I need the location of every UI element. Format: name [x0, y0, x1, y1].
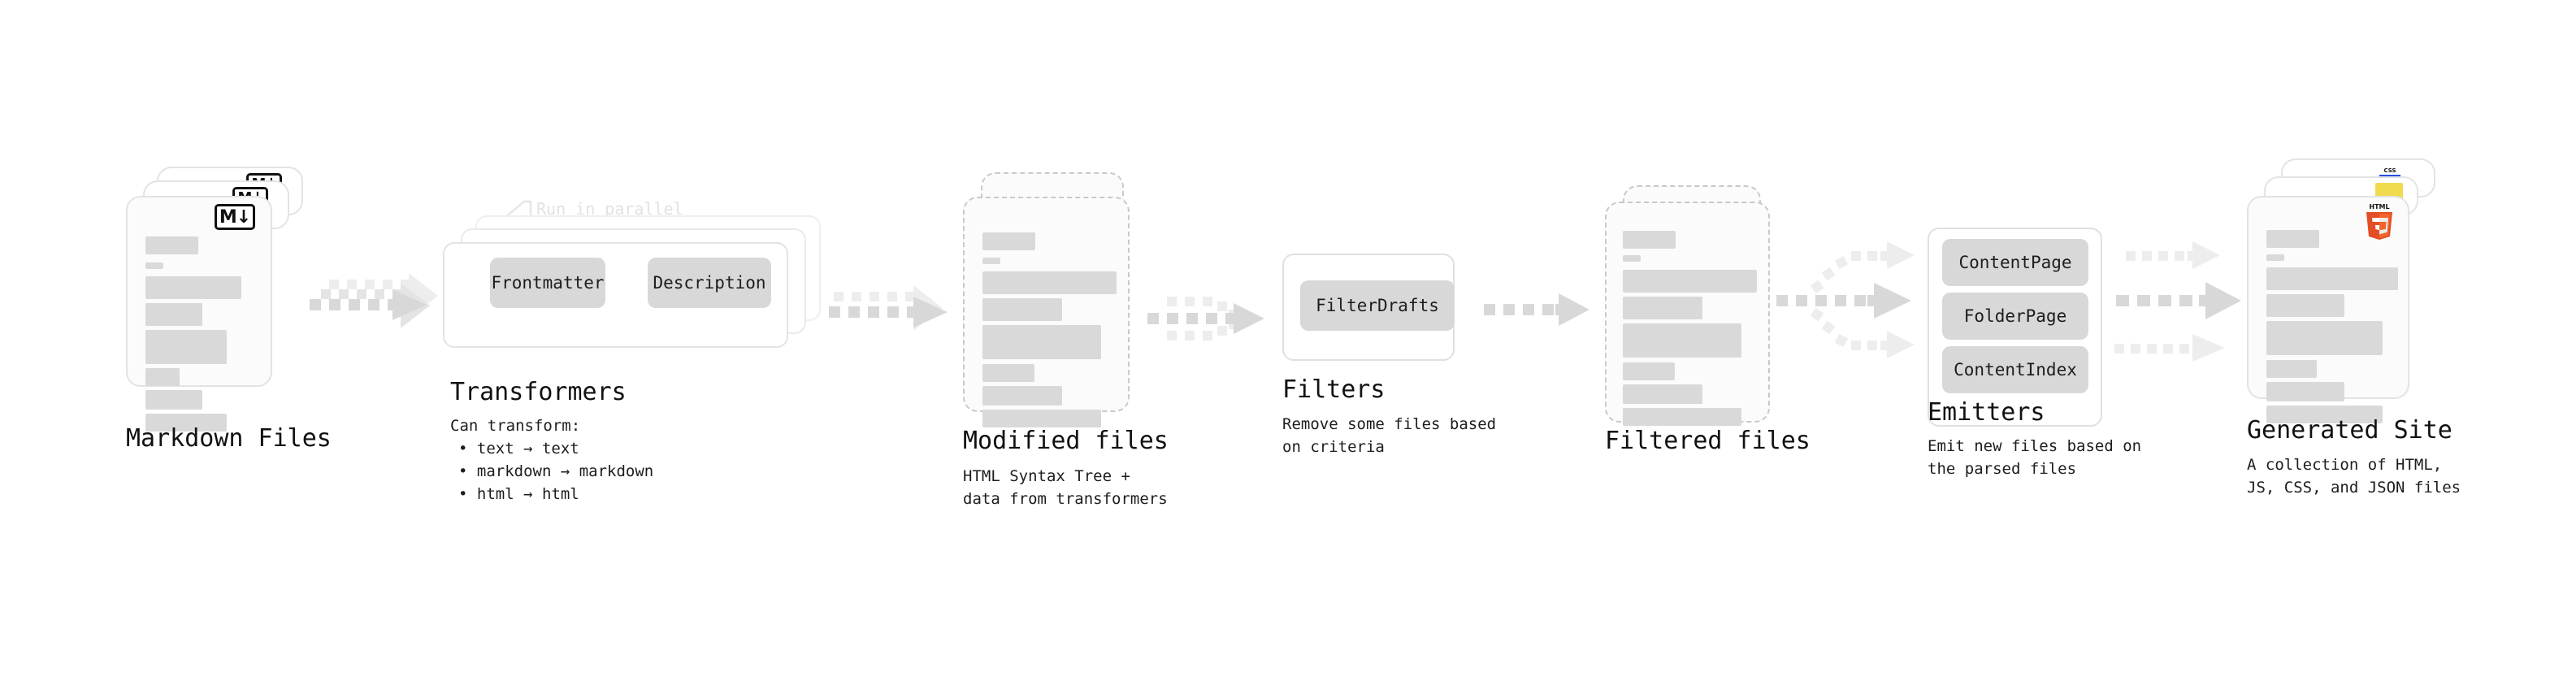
- emitter-chip-contentpage-label: ContentPage: [1958, 253, 2072, 272]
- transformers-group: Frontmatter Description: [443, 215, 833, 378]
- content-bar: [982, 410, 1101, 427]
- content-bar: [2266, 406, 2383, 423]
- arrow-modified-to-filters: [1147, 297, 1264, 340]
- arrow-emitters-to-site: [2114, 241, 2241, 362]
- emitter-chip-folderpage[interactable]: FolderPage: [1942, 293, 2088, 340]
- stage-title-filtered-files: Filtered files: [1605, 427, 1811, 455]
- content-bar: [2266, 230, 2319, 248]
- arrow-transformers-to-modified: [829, 285, 948, 331]
- content-bar: [2266, 254, 2284, 261]
- markdown-file-stack: M↓ M↓ M↓: [126, 167, 305, 432]
- site-sub-line-0: A collection of HTML,: [2247, 456, 2443, 474]
- content-bar: [2266, 360, 2317, 378]
- stage-title-generated-site: Generated Site: [2247, 416, 2452, 445]
- filter-chip-filterdrafts-label: FilterDrafts: [1316, 296, 1439, 315]
- content-bar: [145, 390, 202, 410]
- content-bar: [982, 258, 1000, 264]
- emitter-chip-contentindex-label: ContentIndex: [1954, 360, 2077, 380]
- markdown-badge-front-label: M↓: [219, 206, 251, 228]
- modified-sub-line-1: data from transformers: [963, 490, 1168, 508]
- arrow-filters-to-filtered: [1484, 293, 1589, 326]
- content-bar: [1623, 323, 1741, 358]
- content-bar: [982, 271, 1117, 294]
- transformers-sub-line-3: • html → html: [458, 485, 579, 503]
- emitter-chip-folderpage-label: FolderPage: [1963, 306, 2067, 326]
- content-bar: [2266, 267, 2398, 290]
- content-bar: [982, 232, 1035, 250]
- emitters-sub-line-0: Emit new files based on: [1928, 437, 2142, 455]
- content-bar: [1623, 297, 1702, 319]
- content-bar: [145, 276, 241, 299]
- emitter-chip-contentpage[interactable]: ContentPage: [1942, 239, 2088, 286]
- transformers-sub-line-1: • text → text: [458, 440, 579, 458]
- modified-file-stack: [963, 172, 1142, 427]
- html5-badge: HTML: [2366, 203, 2392, 240]
- content-bar: [982, 364, 1034, 382]
- stage-subtitle-modified-files: HTML Syntax Tree + data from transformer…: [963, 465, 1168, 510]
- stage-subtitle-emitters: Emit new files based on the parsed files: [1928, 435, 2141, 480]
- content-bar: [145, 330, 227, 364]
- site-card-front: [2247, 196, 2409, 423]
- stage-title-modified-files: Modified files: [963, 427, 1169, 455]
- content-bar: [1623, 384, 1702, 404]
- content-bar: [1623, 362, 1675, 380]
- modified-sub-line-0: HTML Syntax Tree +: [963, 467, 1130, 485]
- stage-subtitle-generated-site: A collection of HTML, JS, CSS, and JSON …: [2247, 453, 2461, 499]
- generated-site-stack: CSS HTML: [2247, 158, 2458, 423]
- transformer-chip-frontmatter-label: Frontmatter: [491, 273, 605, 293]
- filter-chip-filterdrafts[interactable]: FilterDrafts: [1300, 280, 1455, 331]
- content-bar: [1623, 255, 1641, 262]
- content-bar: [1623, 408, 1741, 426]
- stage-subtitle-transformers: Can transform: • text → text • markdown …: [450, 414, 653, 505]
- arrow-filtered-to-emitters: [1776, 241, 1915, 358]
- stage-subtitle-filters: Remove some files based on criteria: [1282, 413, 1496, 458]
- filters-sub-line-0: Remove some files based: [1282, 415, 1497, 433]
- content-bar: [145, 262, 163, 269]
- content-bar: [982, 386, 1062, 406]
- stage-title-transformers: Transformers: [450, 378, 627, 406]
- arrow-markdown-to-transformers: [310, 273, 438, 328]
- content-bar: [982, 325, 1101, 359]
- transformer-chip-description-label: Description: [653, 273, 766, 293]
- content-bar: [1623, 270, 1757, 293]
- svg-text:CSS: CSS: [2383, 167, 2396, 174]
- content-bar: [145, 303, 202, 326]
- content-bar: [2266, 382, 2344, 401]
- content-bar: [2266, 321, 2383, 355]
- transformers-sub-line-0: Can transform:: [450, 417, 581, 435]
- emitters-sub-line-1: the parsed files: [1928, 460, 2077, 478]
- content-bar: [1623, 231, 1676, 249]
- filtered-file-stack: [1605, 185, 1784, 426]
- filtered-card-front: [1605, 202, 1770, 426]
- emitter-chip-contentindex[interactable]: ContentIndex: [1942, 346, 2088, 393]
- content-bar: [982, 298, 1062, 321]
- stage-title-markdown-files: Markdown Files: [126, 424, 332, 453]
- content-bar: [145, 236, 198, 254]
- stage-title-filters: Filters: [1282, 375, 1386, 404]
- site-sub-line-1: JS, CSS, and JSON files: [2247, 479, 2461, 497]
- content-bar: [145, 414, 227, 432]
- transformer-chip-frontmatter[interactable]: Frontmatter: [490, 258, 605, 308]
- content-bar: [2266, 294, 2344, 317]
- html5-badge-label: HTML: [2369, 203, 2389, 210]
- modified-card-front: [963, 197, 1130, 427]
- transformers-sub-line-2: • markdown → markdown: [458, 462, 654, 480]
- content-bar: [145, 368, 180, 386]
- filters-sub-line-1: on criteria: [1282, 438, 1385, 456]
- markdown-badge-front: M↓: [215, 204, 255, 230]
- stage-title-emitters: Emitters: [1928, 398, 2045, 427]
- transformer-chip-description[interactable]: Description: [648, 258, 771, 308]
